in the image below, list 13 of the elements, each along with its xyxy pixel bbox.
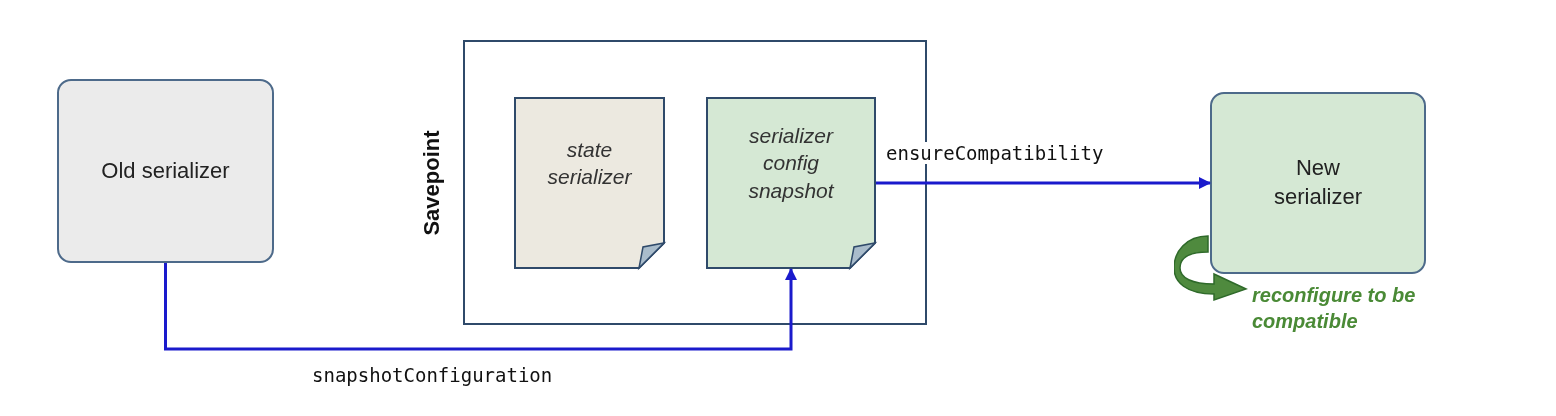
rounded-box — [1210, 92, 1426, 274]
group-heading: Savepoint — [419, 129, 445, 236]
arrow — [164, 263, 797, 351]
annotation-text: reconfigure to be compatible — [1252, 283, 1417, 334]
node-label: New serializer — [1273, 154, 1363, 211]
node-label: Old serializer — [101, 156, 230, 185]
edge-label: ensureCompatibility — [884, 142, 1106, 164]
document-shape — [514, 97, 665, 269]
document-shape — [706, 97, 876, 269]
rounded-box — [57, 79, 274, 263]
node-label: state serializer — [546, 136, 633, 190]
node-label: serializer config snapshot — [747, 123, 836, 204]
arrow — [876, 177, 1211, 189]
